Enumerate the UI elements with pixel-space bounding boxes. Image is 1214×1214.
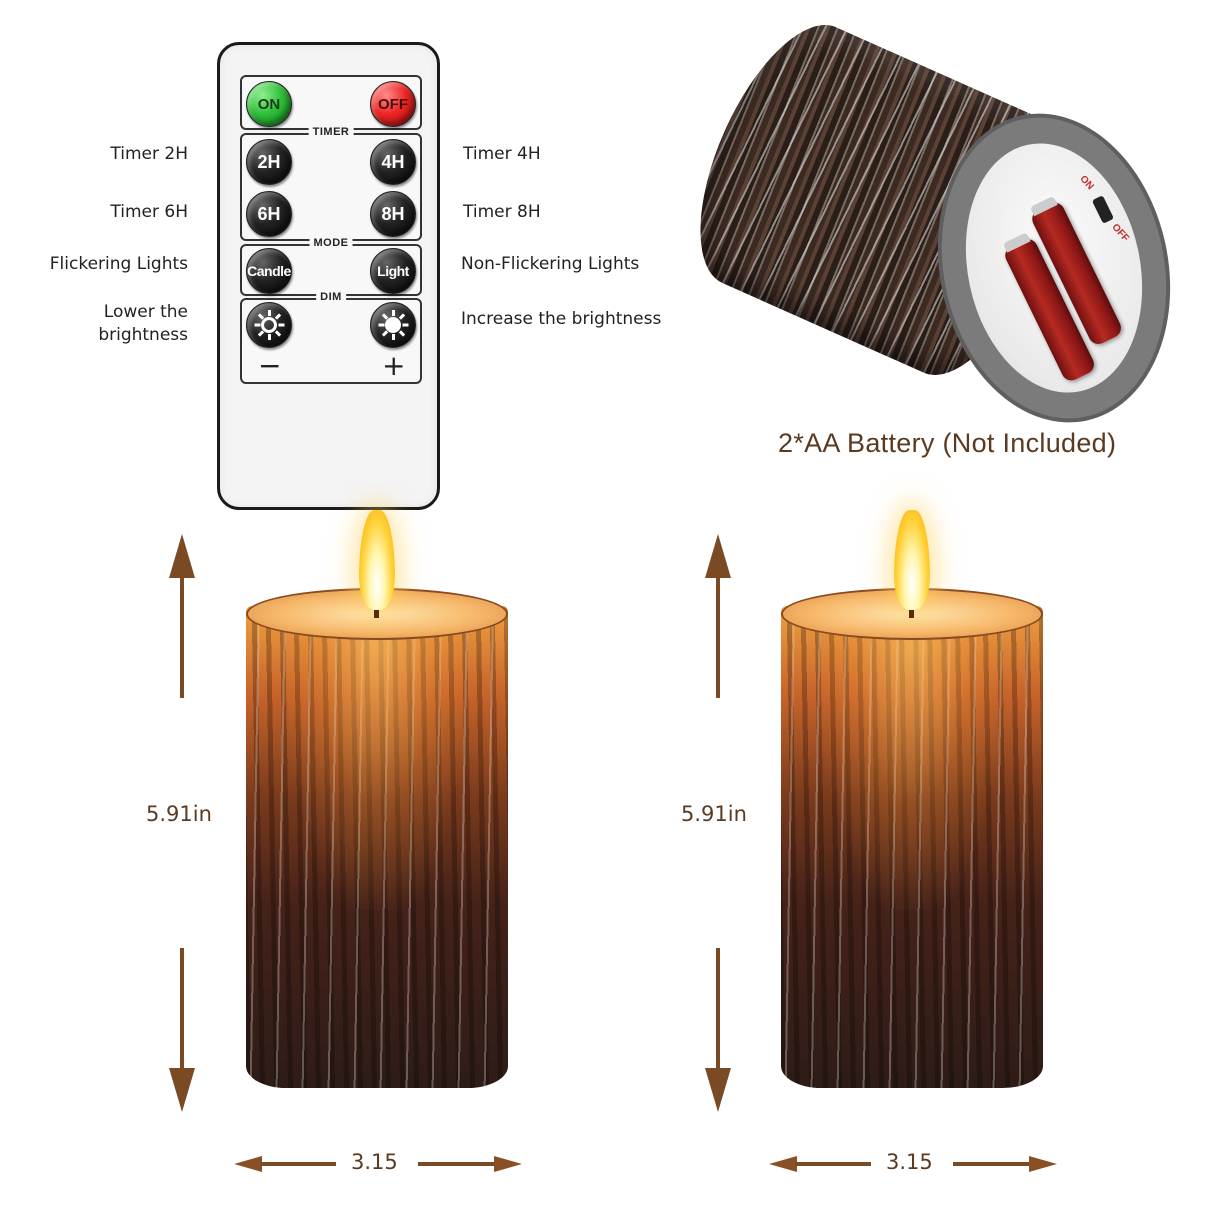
mode-section: MODE Candle Light <box>240 237 422 296</box>
power-switch[interactable] <box>1091 195 1115 224</box>
arrow-down-icon <box>705 1068 731 1112</box>
height-arrow-bottom <box>180 948 184 1070</box>
off-button[interactable]: OFF <box>370 81 416 127</box>
label-timer-6h: Timer 6H <box>110 202 188 222</box>
label-lower-brightness-line2: brightness <box>98 325 188 345</box>
candle-mode-button[interactable]: Candle <box>246 248 292 294</box>
switch-on-label: ON <box>1077 173 1096 193</box>
dim-decrease-button[interactable] <box>246 302 292 348</box>
arrow-up-icon <box>169 534 195 578</box>
on-button-label: ON <box>257 95 281 113</box>
timer-8h-button[interactable]: 8H <box>370 191 416 237</box>
candle-right-height: 5.91in <box>681 802 747 826</box>
flame-icon <box>359 510 395 610</box>
timer-8h-label: 8H <box>381 203 405 224</box>
candle-left-height: 5.91in <box>146 802 212 826</box>
candle-left-width: 3.15 <box>351 1150 398 1174</box>
candle-mode-label: Candle <box>247 263 291 279</box>
timer-section-title: TIMER <box>308 126 354 138</box>
width-arrow-left <box>260 1162 336 1166</box>
candle-left <box>246 510 508 1088</box>
sun-dim-icon <box>254 310 285 340</box>
width-arrow-right <box>418 1162 498 1166</box>
timer-section: TIMER 2H 4H 6H 8H <box>240 126 422 241</box>
switch-off-label: OFF <box>1109 221 1131 245</box>
battery-compartment-illustration: ON OFF <box>667 2 1198 445</box>
flame-icon <box>894 510 930 610</box>
label-increase-brightness: Increase the brightness <box>461 309 662 329</box>
arrow-right-icon <box>494 1156 522 1172</box>
label-lower-brightness-line1: Lower the <box>103 302 188 322</box>
label-timer-2h: Timer 2H <box>110 144 188 164</box>
timer-6h-button[interactable]: 6H <box>246 191 292 237</box>
sun-bright-icon <box>378 310 409 340</box>
dim-section: DIM − + <box>240 291 422 384</box>
candle-right-width: 3.15 <box>886 1150 933 1174</box>
label-non-flickering-lights: Non-Flickering Lights <box>461 254 640 274</box>
on-button[interactable]: ON <box>246 81 292 127</box>
arrow-right-icon <box>1029 1156 1057 1172</box>
wick <box>909 610 914 618</box>
height-arrow-top <box>716 576 720 698</box>
width-arrow-left <box>795 1162 871 1166</box>
height-arrow-top <box>180 576 184 698</box>
label-timer-4h: Timer 4H <box>463 144 541 164</box>
timer-6h-label: 6H <box>257 203 281 224</box>
timer-2h-button[interactable]: 2H <box>246 139 292 185</box>
timer-4h-label: 4H <box>381 151 405 172</box>
timer-4h-button[interactable]: 4H <box>370 139 416 185</box>
mode-section-title: MODE <box>309 237 353 249</box>
minus-symbol: − <box>258 349 282 382</box>
width-arrow-right <box>953 1162 1033 1166</box>
off-button-label: OFF <box>378 95 408 113</box>
label-flickering-lights: Flickering Lights <box>49 254 188 274</box>
battery-caption: 2*AA Battery (Not Included) <box>778 428 1117 458</box>
plus-symbol: + <box>382 349 406 382</box>
remote-control: ON OFF TIMER 2H 4H 6H 8H MODE Candle Lig… <box>217 42 440 510</box>
dim-section-title: DIM <box>316 291 346 303</box>
arrow-down-icon <box>169 1068 195 1112</box>
light-mode-button[interactable]: Light <box>370 248 416 294</box>
timer-2h-label: 2H <box>257 151 281 172</box>
arrow-left-icon <box>234 1156 262 1172</box>
power-section: ON OFF <box>240 75 422 130</box>
arrow-up-icon <box>705 534 731 578</box>
light-mode-label: Light <box>377 263 409 279</box>
label-timer-8h: Timer 8H <box>463 202 541 222</box>
arrow-left-icon <box>769 1156 797 1172</box>
dim-increase-button[interactable] <box>370 302 416 348</box>
candle-right <box>781 510 1043 1088</box>
height-arrow-bottom <box>716 948 720 1070</box>
wick <box>374 610 379 618</box>
